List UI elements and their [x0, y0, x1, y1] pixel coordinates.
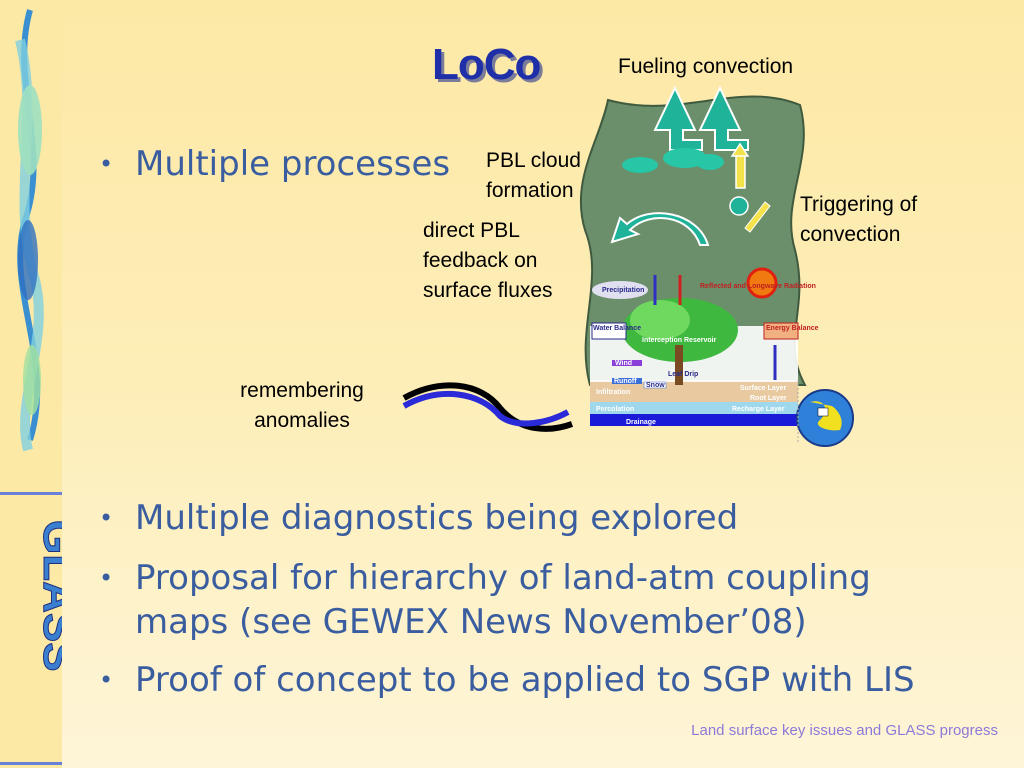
up-arrow-left-icon: [653, 85, 703, 151]
cloud-icon: [622, 148, 724, 173]
anomaly-wave-lines: [402, 382, 574, 432]
interception-label: Interception Reservoir: [642, 337, 717, 344]
bullet-text: Multiple processes: [135, 144, 451, 184]
drainage-label: Drainage: [626, 419, 656, 426]
bullet-dot: •: [99, 564, 114, 592]
bullet-dot: •: [99, 150, 114, 178]
bullet-item: • Multiple processes: [99, 142, 465, 186]
label-pbl-cloud-formation: PBL cloud formation: [486, 149, 581, 202]
wave-line-blue: [402, 391, 570, 427]
bullet-dot: •: [99, 504, 114, 532]
label-triggering-convection: Triggering of convection: [800, 193, 918, 246]
slide-footer: Land surface key issues and GLASS progre…: [691, 722, 998, 739]
snow-label: Snow: [646, 382, 665, 389]
precipitation-label: Precipitation: [602, 287, 644, 294]
bullet-text: Proof of concept to be applied to SGP wi…: [135, 660, 915, 700]
energy-balance-label: Energy Balance: [766, 325, 819, 332]
globe-icon: [796, 389, 854, 447]
bullet-dot: •: [99, 666, 114, 694]
up-arrow-right-icon: [698, 85, 749, 151]
bullet-item: • Proposal for hierarchy of land-atm cou…: [99, 556, 935, 644]
bullet-text: Multiple diagnostics being explored: [135, 498, 739, 538]
slide-title: LoCo: [432, 40, 541, 89]
percolation-label: Percolation: [596, 406, 634, 413]
leaf-drip-label: Leaf Drip: [668, 371, 698, 378]
bullet-item: • Proof of concept to be applied to SGP …: [99, 658, 965, 702]
left-decorative-strip: GLASS: [0, 0, 62, 768]
bullet-text: Proposal for hierarchy of land-atm coupl…: [135, 558, 871, 642]
root-layer-label: Root Layer: [750, 395, 787, 402]
feedback-arrow-icon: [610, 212, 710, 246]
wave-line-black: [402, 382, 574, 432]
infiltration-label: Infiltration: [596, 389, 630, 396]
runoff-label: Runoff: [614, 378, 637, 385]
surface-layer-label: Surface Layer: [740, 385, 787, 392]
loco-diagram: Precipitation Reflected and Longwave Rad…: [579, 85, 854, 447]
water-balance-label: Water Balance: [593, 325, 641, 332]
wind-label: Wind: [615, 360, 632, 367]
label-direct-pbl-feedback: direct PBL feedback on surface fluxes: [423, 219, 553, 302]
recharge-layer-label: Recharge Layer: [732, 406, 785, 413]
bullet-item: • Multiple diagnostics being explored: [99, 496, 955, 540]
glass-logo-text: GLASS: [34, 520, 62, 672]
exclamation-icon: [729, 142, 771, 233]
reflected-radiation-label: Reflected and Longwave Radiation: [700, 283, 816, 290]
label-remembering-anomalies: remembering anomalies: [240, 379, 364, 432]
label-fueling-convection: Fueling convection: [618, 55, 794, 78]
land-surface-schematic: Precipitation Reflected and Longwave Rad…: [590, 267, 819, 426]
